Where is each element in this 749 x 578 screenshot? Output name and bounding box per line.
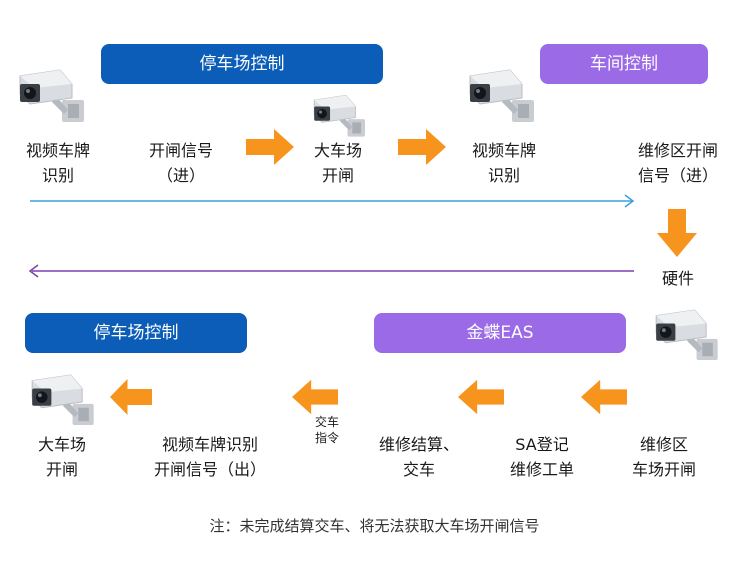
label-line: 交车 [402,460,435,479]
label-line: 车场开闸 [631,460,696,479]
camera-icon [19,69,85,123]
label-plate-recognition-2: 视频车牌 识别 [458,138,550,188]
label-settlement-handover: 维修结算、 交车 [367,432,471,482]
arrow-right-icon [246,129,294,165]
banner-parking-control-top: 停车场控制 [101,44,383,84]
label-line: 指令 [314,431,339,445]
arrow-down-icon [657,209,697,257]
label-line: 视频车牌识别 [161,435,258,454]
label-hardware: 硬件 [661,269,694,288]
label-line: 开闸信号 [148,141,213,160]
label-repair-gate-signal: 维修区开闸 信号（进） [618,138,738,188]
label-line: 识别 [41,166,74,185]
label-line: 大车场 [313,141,362,160]
arrow-right-icon [398,129,446,165]
label-line: 维修工单 [509,460,574,479]
label-sa-register: SA登记 维修工单 [494,432,590,482]
label-handover-command: 交车 指令 [307,414,347,446]
banner-kingdee-eas: 金蝶EAS [374,313,626,353]
label-plate-signal-out: 视频车牌识别 开闸信号（出） [140,432,280,482]
label-line: （进） [156,166,205,185]
label-line: 开闸 [45,460,78,479]
label-gate-signal-in: 开闸信号 （进） [135,138,227,188]
label-line: 信号（进） [637,166,718,185]
camera-icon [655,309,719,361]
label-line: 维修区 [639,435,688,454]
arrow-left-icon [581,379,627,415]
label-line: 识别 [487,166,520,185]
label-parking-gate-bottom: 大车场 开闸 [22,432,102,482]
label-line: 视频车牌 [25,141,90,160]
footnote: 注：未完成结算交车、将无法获取大车场开闸信号 [209,517,540,535]
banner-parking-control-bottom: 停车场控制 [25,313,247,353]
label-line: 开闸信号（出） [153,460,266,479]
flow-line-return [28,264,634,278]
arrow-left-icon [110,379,152,415]
arrow-left-icon [292,379,338,415]
label-line: 大车场 [37,435,86,454]
label-line: 维修区开闸 [637,141,718,160]
label-line: 交车 [314,415,339,429]
camera-icon [31,374,95,426]
label-plate-recognition: 视频车牌 识别 [12,138,104,188]
label-line: 开闸 [321,166,354,185]
label-line: 维修结算、 [378,435,459,454]
label-line: 视频车牌 [471,141,536,160]
camera-icon [313,94,366,138]
label-parking-gate-top: 大车场 开闸 [298,138,378,188]
label-line: SA登记 [515,435,569,454]
flow-line-forward [30,194,635,208]
arrow-left-icon [458,379,504,415]
label-repair-gate: 维修区 车场开闸 [616,432,712,482]
camera-icon [469,69,535,123]
banner-workshop-control: 车间控制 [540,44,708,84]
